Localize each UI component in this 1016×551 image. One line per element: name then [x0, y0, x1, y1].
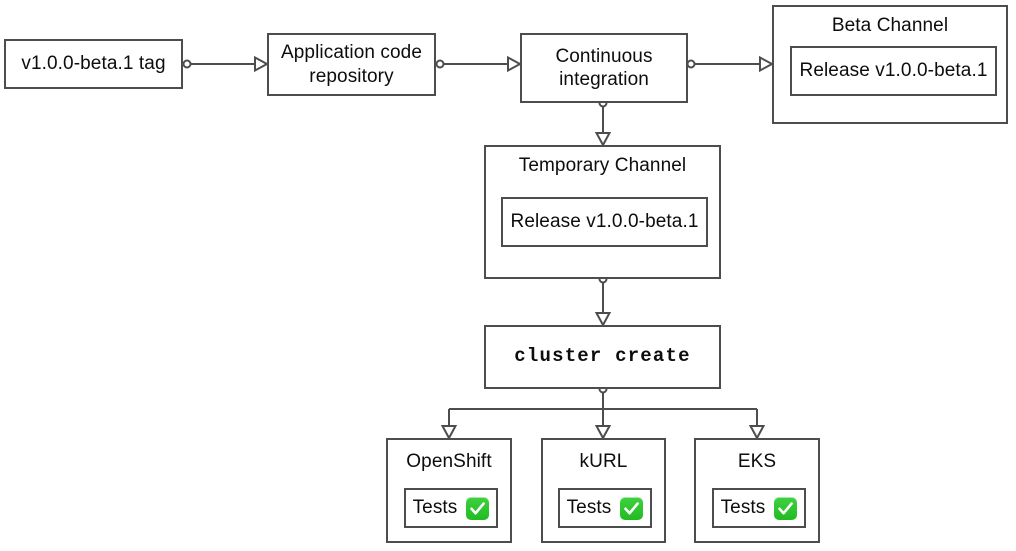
edge-ci-to-beta-channel — [686, 55, 775, 73]
node-application-code-repository-label: Application code repository — [280, 42, 423, 87]
node-target-openshift[interactable]: OpenShift Tests — [386, 438, 512, 543]
node-continuous-integration[interactable]: Continuous integration — [520, 33, 688, 103]
edge-temporary-channel-to-cluster-create — [594, 274, 612, 328]
target-kurl-tests-box[interactable]: Tests — [558, 488, 652, 528]
green-check-icon — [774, 496, 798, 520]
target-openshift-title: OpenShift — [406, 451, 492, 472]
beta-channel-release-label: Release v1.0.0-beta.1 — [799, 60, 988, 82]
node-cluster-create[interactable]: cluster create — [484, 325, 721, 389]
node-application-code-repository[interactable]: Application code repository — [267, 33, 436, 96]
beta-channel-title: Beta Channel — [831, 15, 949, 36]
edge-cluster-create-to-targets — [440, 384, 766, 441]
target-openshift-tests-box[interactable]: Tests — [404, 488, 498, 528]
node-continuous-integration-label: Continuous integration — [555, 45, 653, 90]
node-tag[interactable]: v1.0.0-beta.1 tag — [4, 39, 183, 89]
edge-repo-to-ci — [435, 55, 523, 73]
target-kurl-tests-label: Tests — [566, 497, 612, 519]
edge-tag-to-repo — [182, 55, 270, 73]
node-target-kurl[interactable]: kURL Tests — [541, 438, 666, 543]
temporary-channel-release-label: Release v1.0.0-beta.1 — [510, 211, 699, 233]
node-target-eks[interactable]: EKS Tests — [694, 438, 820, 543]
node-tag-label: v1.0.0-beta.1 tag — [21, 53, 166, 75]
node-temporary-channel[interactable]: Temporary Channel Release v1.0.0-beta.1 — [484, 145, 721, 279]
temporary-channel-release-box[interactable]: Release v1.0.0-beta.1 — [501, 197, 708, 247]
node-beta-channel[interactable]: Beta Channel Release v1.0.0-beta.1 — [772, 5, 1008, 124]
target-eks-tests-box[interactable]: Tests — [712, 488, 806, 528]
beta-channel-release-box[interactable]: Release v1.0.0-beta.1 — [790, 46, 997, 96]
node-cluster-create-label: cluster create — [514, 345, 691, 368]
target-kurl-title: kURL — [579, 451, 628, 472]
green-check-icon — [620, 496, 644, 520]
green-check-icon — [466, 496, 490, 520]
edge-ci-to-temporary-channel — [594, 98, 612, 148]
temporary-channel-title: Temporary Channel — [518, 155, 687, 176]
target-eks-title: EKS — [737, 451, 777, 472]
target-openshift-tests-label: Tests — [412, 497, 458, 519]
target-eks-tests-label: Tests — [720, 497, 766, 519]
